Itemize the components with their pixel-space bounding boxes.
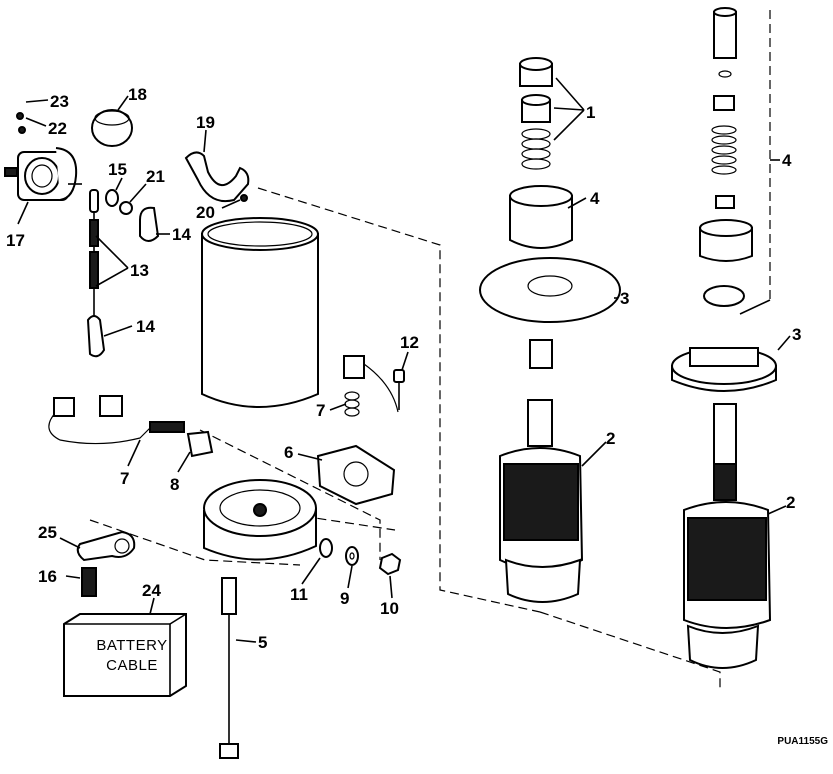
assembly-dashed-lines xyxy=(89,10,771,690)
callout-1: 1 xyxy=(586,103,595,122)
battery-terminal-part xyxy=(76,530,136,597)
figure-id: PUA1155G xyxy=(777,736,828,747)
callout-3a: 3 xyxy=(620,289,629,308)
callout-15: 15 xyxy=(108,160,127,179)
callout-6: 6 xyxy=(284,443,293,462)
callout-25: 25 xyxy=(38,523,57,542)
callout-14b: 14 xyxy=(136,317,155,336)
callout-4b: 4 xyxy=(782,151,792,170)
callout-22: 22 xyxy=(48,119,67,138)
callout-17: 17 xyxy=(6,231,25,250)
callout-18: 18 xyxy=(128,85,147,104)
callout-16: 16 xyxy=(38,567,57,586)
callout-2a: 2 xyxy=(606,429,615,448)
callout-10: 10 xyxy=(380,599,399,618)
solenoid-part xyxy=(4,112,82,201)
callout-3b: 3 xyxy=(792,325,801,344)
callout-9: 9 xyxy=(340,589,349,608)
callout-14a: 14 xyxy=(172,225,191,244)
callout-13: 13 xyxy=(130,261,149,280)
callout-11: 11 xyxy=(290,585,308,604)
brush-holder-part xyxy=(316,444,396,506)
battery-cable-tag xyxy=(63,613,187,697)
callout-19: 19 xyxy=(196,113,215,132)
callout-7b: 7 xyxy=(120,469,129,488)
drive-stack-right-part xyxy=(671,7,777,669)
callout-5: 5 xyxy=(258,633,267,652)
end-cap-part xyxy=(203,479,317,561)
callout-8: 8 xyxy=(170,475,179,494)
callout-12: 12 xyxy=(400,333,419,352)
drive-stack-left-part xyxy=(479,57,621,603)
callout-21: 21 xyxy=(146,167,165,186)
callout-20: 20 xyxy=(196,203,215,222)
through-bolt-part xyxy=(219,577,239,759)
callout-23: 23 xyxy=(50,92,69,111)
brush-spring-part xyxy=(343,355,405,417)
motor-frame-part xyxy=(201,217,319,408)
cable-leads-part xyxy=(86,189,160,358)
battery-tag-line2: CABLE xyxy=(106,657,158,674)
battery-tag-line1: BATTERY xyxy=(96,637,167,654)
callout-4a: 4 xyxy=(590,189,600,208)
terminal-block-part xyxy=(186,430,214,458)
bracket-part xyxy=(184,151,250,202)
callout-24: 24 xyxy=(142,581,161,600)
brush-set-left-part xyxy=(48,395,185,445)
callout-labels: 23 22 18 19 15 21 20 14 13 14 17 1 4 3 2… xyxy=(6,85,801,652)
callout-2b: 2 xyxy=(786,493,795,512)
boot-part xyxy=(91,109,133,147)
washer-nut-part xyxy=(319,538,402,576)
callout-7a: 7 xyxy=(316,401,325,420)
leader-lines xyxy=(17,77,791,643)
